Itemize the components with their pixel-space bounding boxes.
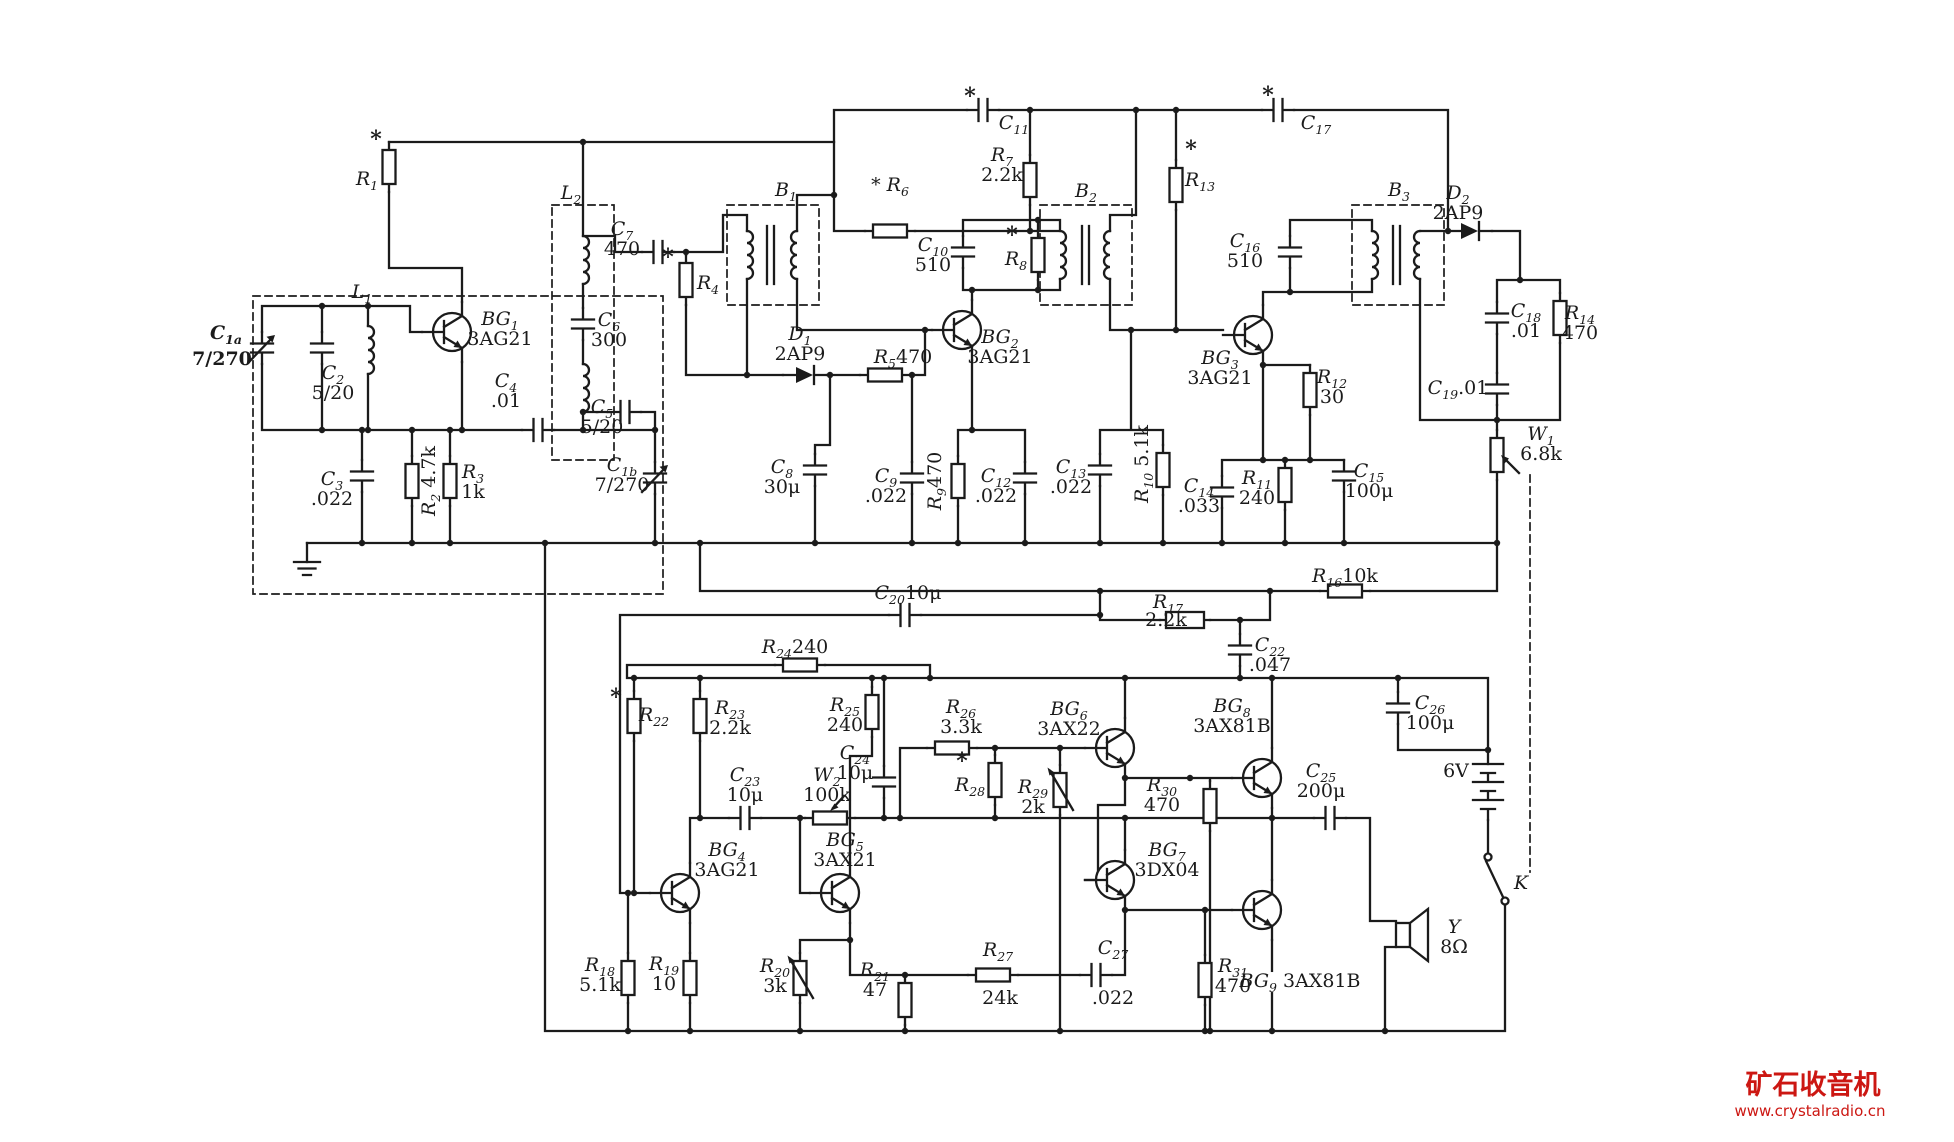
component-symbols — [247, 97, 1568, 1027]
r10-resistor-symbol — [1155, 443, 1171, 497]
wires-detector-right — [305, 229, 1562, 895]
bg4-transistor-symbol — [648, 861, 701, 925]
r1-resistor-symbol — [381, 140, 397, 194]
c26-capacitor-symbol — [1385, 690, 1411, 726]
r13-resistor-symbol — [1168, 158, 1184, 212]
d1-diode-symbol — [781, 364, 829, 386]
bg9-transistor-symbol — [1230, 878, 1283, 942]
r2-resistor-symbol — [404, 454, 420, 508]
r20-thermistor-symbol — [786, 951, 815, 1005]
r31-resistor-symbol — [1197, 953, 1213, 1007]
dashed-outlines — [252, 204, 1531, 873]
r29-thermistor-symbol — [1046, 763, 1075, 817]
r9-resistor-symbol — [950, 454, 966, 508]
r24-resistor-symbol — [773, 657, 827, 673]
c17-capacitor-symbol — [1260, 97, 1296, 123]
b1-secondary-symbol — [789, 229, 799, 281]
l2-lower-winding-symbol — [581, 362, 591, 414]
bg1-transistor-symbol — [420, 300, 473, 364]
c2-capacitor-symbol — [309, 330, 335, 366]
c8-capacitor-symbol — [802, 452, 828, 488]
l2-dashed-box — [551, 204, 615, 461]
tuning-gang-dashed-box — [252, 295, 664, 595]
r22-resistor-symbol — [626, 689, 642, 743]
c25-capacitor-symbol — [1312, 805, 1348, 831]
c24-capacitor-symbol — [871, 764, 897, 800]
wires-front-end — [260, 140, 934, 564]
c14-capacitor-symbol — [1209, 474, 1235, 510]
bg5-transistor-symbol — [808, 861, 861, 925]
r30-resistor-symbol — [1202, 779, 1218, 833]
r11-resistor-symbol — [1277, 458, 1293, 512]
r27-resistor-symbol — [966, 967, 1020, 983]
c7-capacitor-symbol — [640, 239, 676, 265]
r23-resistor-symbol — [692, 689, 708, 743]
r16-resistor-symbol — [1318, 583, 1372, 599]
c15-capacitor-symbol — [1331, 458, 1357, 494]
r6-resistor-symbol — [863, 223, 917, 239]
switch-contact-top — [1483, 852, 1493, 862]
speaker-symbol — [1394, 907, 1430, 963]
c9-capacitor-symbol — [899, 460, 925, 496]
w1-potentiometer-symbol — [1489, 428, 1521, 482]
c13-capacitor-symbol — [1087, 452, 1113, 488]
b2-primary-symbol — [1058, 229, 1068, 281]
c23-capacitor-symbol — [727, 805, 763, 831]
b2-secondary-symbol — [1102, 229, 1112, 281]
w2-potentiometer-symbol — [803, 794, 857, 826]
bg3-transistor-symbol — [1221, 303, 1274, 367]
l1-coil-symbol — [366, 324, 376, 376]
r4-resistor-symbol — [678, 253, 694, 307]
r5-resistor-symbol — [858, 367, 912, 383]
b1-primary-symbol — [745, 229, 755, 281]
r28-resistor-symbol — [987, 753, 1003, 807]
d2-diode-symbol — [1446, 220, 1494, 242]
c19-capacitor-symbol — [1484, 371, 1510, 407]
c3-capacitor-symbol — [349, 458, 375, 494]
wires-if-stages — [813, 108, 1450, 545]
b3-secondary-symbol — [1412, 229, 1422, 281]
c18-capacitor-symbol — [1484, 300, 1510, 336]
r14-resistor-symbol — [1552, 291, 1568, 345]
c10-capacitor-symbol — [950, 234, 976, 270]
c16-capacitor-symbol — [1277, 234, 1303, 270]
ground-symbol — [292, 560, 322, 577]
r25-resistor-symbol — [864, 685, 880, 739]
l2-upper-winding-symbol — [581, 234, 591, 286]
bg8-transistor-symbol — [1230, 746, 1283, 810]
r26-resistor-symbol — [925, 740, 979, 756]
c6-capacitor-symbol — [570, 306, 596, 342]
b3-primary-symbol — [1370, 229, 1380, 281]
r3-resistor-symbol — [442, 454, 458, 508]
switch-contact-bottom — [1500, 896, 1510, 906]
r12-resistor-symbol — [1302, 363, 1318, 417]
r18-resistor-symbol — [620, 951, 636, 1005]
bg6-transistor-symbol — [1083, 716, 1136, 780]
c27-capacitor-symbol — [1078, 962, 1114, 988]
bg2-transistor-symbol — [930, 298, 983, 362]
r17-resistor-symbol — [1158, 610, 1212, 630]
c11-capacitor-symbol — [965, 97, 1001, 123]
junction-dots — [318, 106, 1524, 1035]
c22-capacitor-symbol — [1227, 632, 1253, 668]
c1b-variable-capacitor-symbol — [640, 460, 670, 496]
c20-capacitor-symbol — [887, 602, 923, 628]
transformer-cores — [765, 224, 1402, 286]
c12-capacitor-symbol — [1012, 460, 1038, 496]
r21-resistor-symbol — [897, 973, 913, 1027]
bg7-transistor-symbol — [1083, 848, 1136, 912]
r19-resistor-symbol — [682, 951, 698, 1005]
r8-resistor-symbol — [1030, 228, 1046, 282]
c4-capacitor-symbol — [520, 417, 556, 443]
wires-audio-section — [543, 541, 1507, 1033]
battery-6v-symbol — [1471, 762, 1505, 822]
r7-resistor-symbol — [1022, 153, 1038, 207]
